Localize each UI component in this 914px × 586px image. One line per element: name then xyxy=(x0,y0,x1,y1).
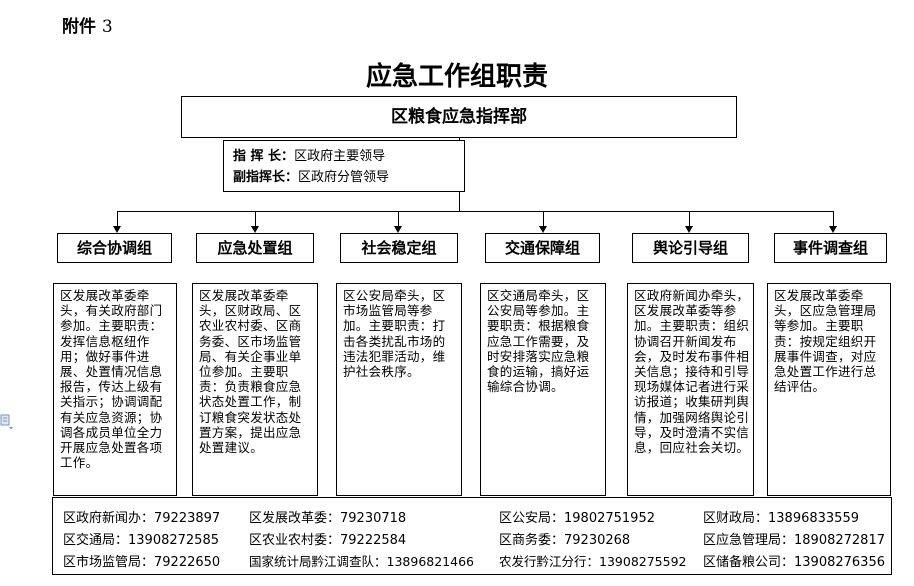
arrow-down-icon xyxy=(113,226,121,233)
commander-row: 指 挥 长：区政府主要领导 xyxy=(233,146,464,167)
contact-item: 区政府新闻办：79223897 xyxy=(63,511,221,526)
contact-item: 区市场监管局：79222650 xyxy=(63,555,221,570)
contact-item: 区应急管理局：18908272817 xyxy=(703,533,885,548)
leaders-box: 指 挥 长：区政府主要领导 副指挥长：区政府分管领导 xyxy=(223,140,465,192)
arrow-down-icon xyxy=(685,226,693,233)
duty-text: 区交通局牵头，区公安局等参加。主要职责：根据粮食应急工作需要，及时安排落实应急粮… xyxy=(487,288,590,395)
attachment-label: 附件 3 xyxy=(62,12,113,37)
group-header-coordination: 综合协调组 xyxy=(57,233,172,263)
connector-bar xyxy=(117,211,833,212)
contact-item: 区公安局：19802751952 xyxy=(499,511,655,526)
group-name: 事件调查组 xyxy=(792,239,868,257)
duty-box-coordination: 区发展改革委牵头，有关政府部门参加。主要职责：发挥信息枢纽作用；做好事件进展、处… xyxy=(53,283,177,496)
connector-line xyxy=(459,138,460,141)
arrow-down-icon xyxy=(539,226,547,233)
contact-item: 区发展改革委：79230718 xyxy=(249,511,407,526)
connector-drop xyxy=(255,211,256,227)
duty-box-response: 区发展改革委牵头，区财政局、区农业农村委、区商务委、区市场监管局、有关企事业单位… xyxy=(192,283,318,496)
group-name: 综合协调组 xyxy=(76,239,152,257)
arrow-down-icon xyxy=(251,226,259,233)
group-header-publicity: 舆论引导组 xyxy=(632,233,749,263)
connector-drop xyxy=(398,211,399,227)
group-name: 舆论引导组 xyxy=(652,239,728,257)
contact-item: 农发行黔江分行：13908275592 xyxy=(499,554,687,569)
contact-item: 区交通局：13908272585 xyxy=(63,533,219,548)
deputy-label: 副指挥长： xyxy=(233,170,299,185)
attachment-number: 3 xyxy=(101,17,113,37)
connector-trunk xyxy=(459,192,460,212)
contact-item: 区商务委：79230268 xyxy=(499,533,631,548)
connector-drop xyxy=(117,211,118,227)
duty-text: 区公安局牵头，区市场监管局等参加。主要职责：打击各类扰乱市场的违法犯罪活动，维护… xyxy=(343,288,446,380)
duty-box-publicity: 区政府新闻办牵头，区发展改革委等参加。主要职责：组织协调召开新闻发布会，及时发布… xyxy=(627,283,754,496)
duty-box-investigation: 区发展改革委牵头，区应急管理局等参加。主要职责：按规定组织开展事件调查，对应急处… xyxy=(767,283,891,496)
deputy-row: 副指挥长：区政府分管领导 xyxy=(233,167,464,188)
commander-value: 区政府主要领导 xyxy=(294,149,386,164)
commander-label: 指 挥 长： xyxy=(233,149,295,164)
headquarters-box: 区粮食应急指挥部 xyxy=(181,96,737,138)
duty-text: 区发展改革委牵头，有关政府部门参加。主要职责：发挥信息枢纽作用；做好事件进展、处… xyxy=(60,288,163,471)
connector-drop xyxy=(833,211,834,227)
document-marker-icon[interactable] xyxy=(0,413,14,431)
contact-item: 区财政局：13896833559 xyxy=(703,511,859,526)
contact-item: 区农业农村委：79222584 xyxy=(249,533,407,548)
group-name: 社会稳定组 xyxy=(361,239,437,257)
connector-drop xyxy=(543,211,544,227)
duty-text: 区政府新闻办牵头，区发展改革委等参加。主要职责：组织协调召开新闻发布会，及时发布… xyxy=(634,288,750,456)
group-header-response: 应急处置组 xyxy=(196,233,314,263)
group-header-investigation: 事件调查组 xyxy=(774,233,887,263)
duty-text: 区发展改革委牵头，区财政局、区农业农村委、区商务委、区市场监管局、有关企事业单位… xyxy=(199,288,302,456)
attachment-label-text: 附件 xyxy=(62,17,96,37)
contacts-box: 区政府新闻办：79223897 区发展改革委：79230718 区公安局：198… xyxy=(52,497,892,575)
contact-item: 国家统计局黔江调查队：13896821466 xyxy=(249,554,474,569)
contact-item: 区储备粮公司：13908276356 xyxy=(703,555,885,570)
duty-box-stability: 区公安局牵头，区市场监管局等参加。主要职责：打击各类扰乱市场的违法犯罪活动，维护… xyxy=(336,283,462,496)
arrow-down-icon xyxy=(829,226,837,233)
group-header-stability: 社会稳定组 xyxy=(340,233,458,263)
connector-drop xyxy=(689,211,690,227)
duty-text: 区发展改革委牵头，区应急管理局等参加。主要职责：按规定组织开展事件调查，对应急处… xyxy=(774,288,877,395)
deputy-value: 区政府分管领导 xyxy=(298,170,390,185)
page-title: 应急工作组职责 xyxy=(365,62,548,92)
group-name: 应急处置组 xyxy=(217,239,293,257)
duty-box-transport: 区交通局牵头，区公安局等参加。主要职责：根据粮食应急工作需要，及时安排落实应急粮… xyxy=(480,283,606,496)
group-header-transport: 交通保障组 xyxy=(485,233,600,263)
arrow-down-icon xyxy=(394,226,402,233)
group-name: 交通保障组 xyxy=(504,239,580,257)
headquarters-label: 区粮食应急指挥部 xyxy=(391,107,527,127)
